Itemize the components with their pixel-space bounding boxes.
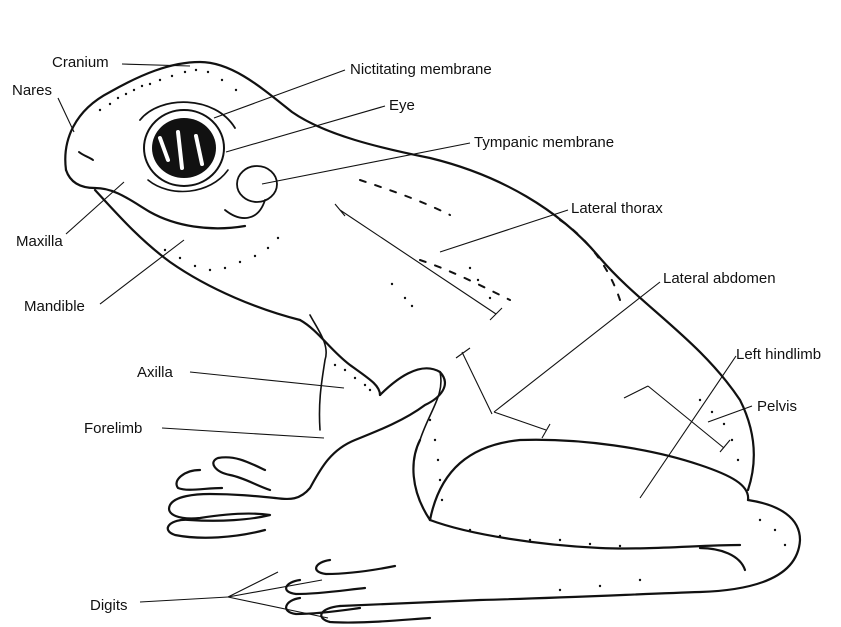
- label-axilla: Axilla: [137, 364, 173, 382]
- frog-mouth-line: [66, 170, 245, 228]
- frog-tympanum: [237, 166, 277, 202]
- leader-nares: [58, 98, 74, 132]
- label-nictitating-membrane: Nictitating membrane: [350, 61, 492, 79]
- label-tympanic-membrane: Tympanic membrane: [474, 134, 614, 152]
- frog-foot-outline: [340, 500, 800, 606]
- label-pelvis: Pelvis: [757, 398, 797, 416]
- leader-eye: [226, 106, 385, 152]
- label-lateral-thorax: Lateral thorax: [571, 200, 663, 218]
- label-cranium: Cranium: [52, 54, 109, 72]
- label-lateral-abdomen: Lateral abdomen: [663, 270, 776, 288]
- label-left-hindlimb: Left hindlimb: [736, 346, 821, 364]
- frog-hand-outline: [168, 494, 275, 538]
- leader-mandible: [100, 240, 184, 304]
- frog-thigh-outline: [430, 440, 748, 520]
- leader-forelimb: [162, 428, 324, 438]
- label-eye: Eye: [389, 97, 415, 115]
- leader-nictitating: [214, 70, 345, 118]
- leader-axilla: [190, 372, 344, 388]
- label-mandible: Mandible: [24, 298, 85, 316]
- frog-throat-outline: [95, 190, 300, 320]
- frog-belly-outline: [413, 440, 430, 520]
- label-nares: Nares: [12, 82, 52, 100]
- frog-forelimb-outline: [275, 368, 445, 499]
- label-digits: Digits: [90, 597, 128, 615]
- leader-tympanic: [262, 143, 470, 184]
- label-maxilla: Maxilla: [16, 233, 63, 251]
- frog-chest-outline: [300, 320, 380, 395]
- label-forelimb: Forelimb: [84, 420, 142, 438]
